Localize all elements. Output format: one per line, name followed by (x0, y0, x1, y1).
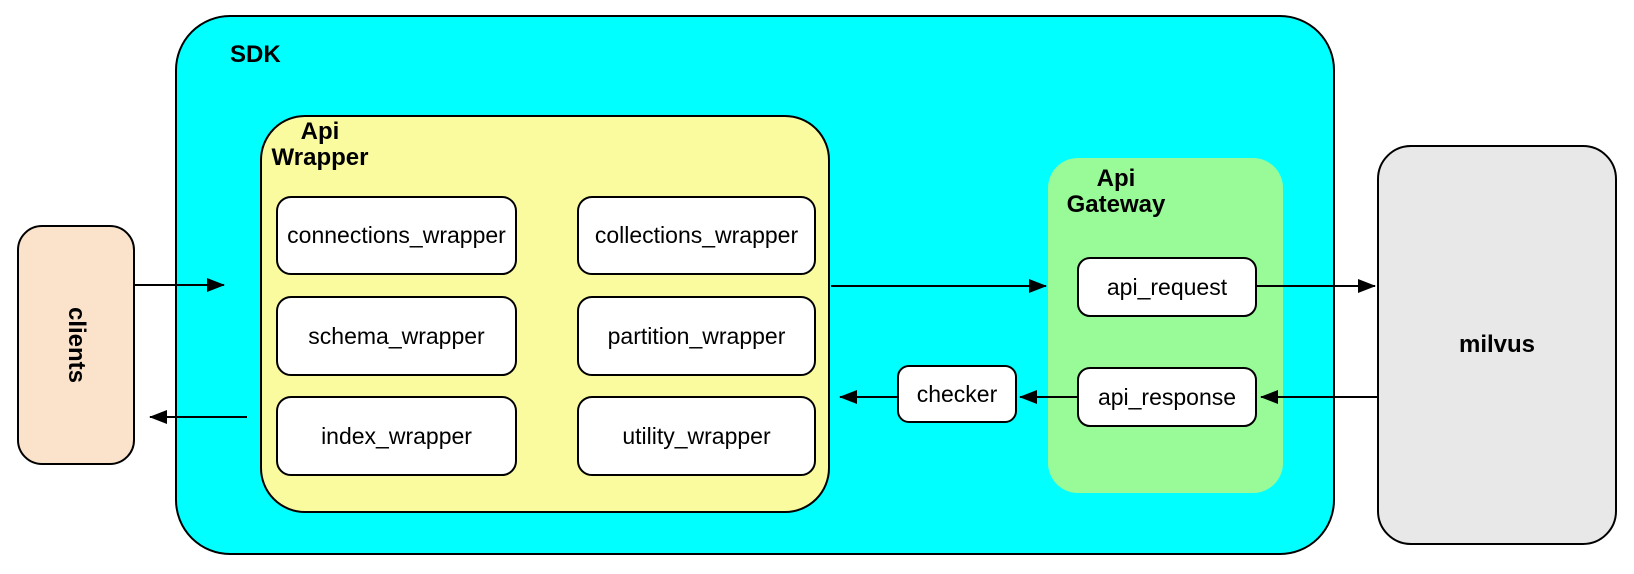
utility-wrapper-node: utility_wrapper (577, 396, 816, 476)
clients-label: clients (63, 306, 90, 384)
api-gateway-label: Api Gateway (1066, 166, 1166, 218)
api-gateway-label-line2: Gateway (1066, 191, 1166, 218)
api-response-node: api_response (1077, 367, 1257, 427)
api-request-node: api_request (1077, 257, 1257, 317)
checker-node: checker (897, 365, 1017, 423)
api-gateway-label-line1: Api (1096, 165, 1136, 192)
api-wrapper-label-line2: Wrapper (271, 144, 369, 171)
connections-wrapper-node: connections_wrapper (276, 196, 517, 275)
partition-wrapper-node: partition_wrapper (577, 296, 816, 376)
sdk-label: SDK (230, 41, 281, 68)
schema-wrapper-node: schema_wrapper (276, 296, 517, 376)
api-wrapper-label: Api Wrapper (266, 119, 374, 171)
clients-node: clients (17, 225, 135, 465)
milvus-node: milvus (1377, 145, 1617, 545)
collections-wrapper-node: collections_wrapper (577, 196, 816, 275)
api-gateway-container (1048, 158, 1283, 493)
api-wrapper-label-line1: Api (300, 118, 340, 145)
index-wrapper-node: index_wrapper (276, 396, 517, 476)
